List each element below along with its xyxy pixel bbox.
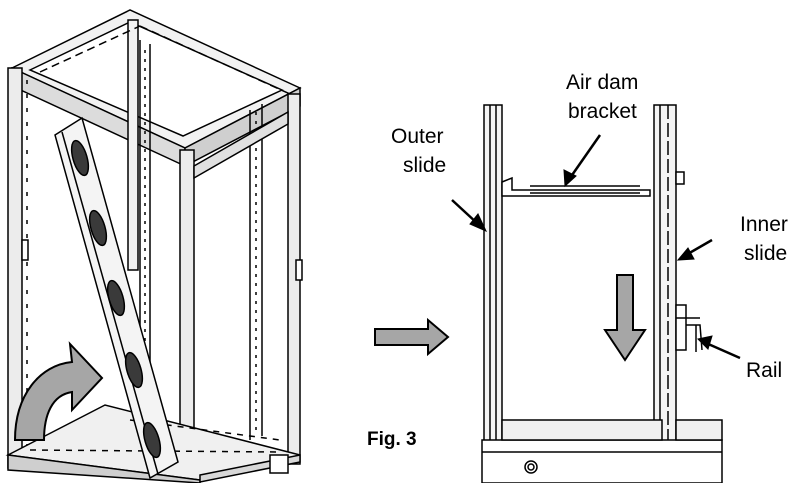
outer-slide-label-line1: Outer	[391, 125, 444, 148]
air-dam-panel	[54, 116, 179, 480]
air-dam-label-line1: Air dam	[566, 71, 638, 94]
air-dam-label-line2: bracket	[568, 100, 637, 123]
outer-slide-label-line2: slide	[403, 154, 446, 177]
slide-detail	[481, 104, 723, 483]
inner-slide-label-line1: Inner	[740, 213, 788, 236]
callout-leaders	[451, 134, 741, 360]
figure-caption: Fig. 3	[367, 429, 417, 450]
down-arrow-icon	[603, 274, 647, 362]
rotate-arrow-icon	[13, 341, 104, 441]
inner-slide-label-line2: slide	[744, 242, 787, 265]
rail-label: Rail	[746, 359, 782, 382]
right-arrow-icon	[374, 317, 450, 357]
